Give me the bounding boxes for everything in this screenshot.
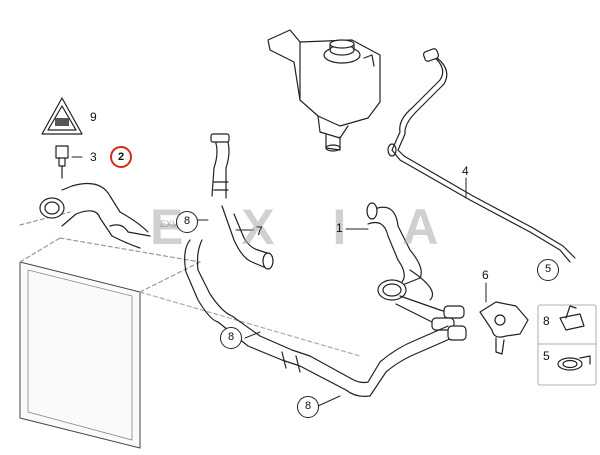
part-label-3: 3 [90, 150, 97, 164]
part-callout-8-b[interactable]: 8 [220, 327, 242, 349]
part-label-6: 6 [482, 268, 489, 282]
watermark-small: EXIA [160, 219, 181, 229]
part-callout-8-a[interactable]: 8 [176, 211, 198, 233]
part-label-9: 9 [90, 110, 97, 124]
radiator [19, 211, 361, 449]
part-label-4: 4 [462, 164, 469, 178]
part-label-7: 7 [256, 224, 263, 238]
thermostat-hose [210, 133, 274, 270]
part-label-5-panel: 5 [543, 349, 550, 363]
upper-hose [366, 202, 465, 331]
clips [557, 305, 591, 371]
bleed-hose [387, 48, 576, 263]
part-label-8-panel: 8 [543, 314, 550, 328]
part-label-1: 1 [336, 221, 343, 235]
part-callout-2[interactable]: 2 [110, 146, 132, 168]
sensor-and-label [41, 97, 83, 179]
expansion-tank [267, 29, 381, 152]
long-hose [184, 239, 467, 397]
part-callout-8-c[interactable]: 8 [297, 396, 319, 418]
part-callout-5-top[interactable]: 5 [537, 259, 559, 281]
lower-hose-left [39, 183, 151, 249]
parts-panel [537, 304, 597, 386]
leader-lines [71, 156, 487, 407]
bracket [479, 301, 529, 355]
watermark: E X I A [150, 199, 461, 255]
